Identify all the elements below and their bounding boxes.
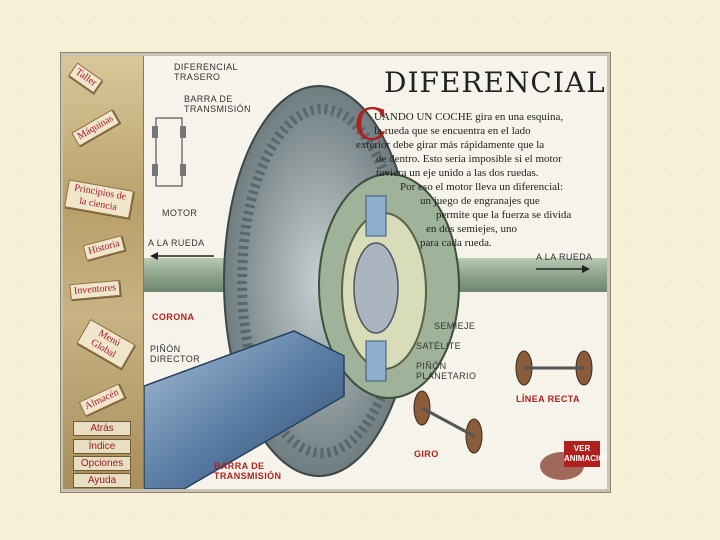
- label-pinon-planetario: PIÑÓN PLANETARIO: [416, 361, 496, 381]
- body-line: Por eso el motor lleva un diferencial:: [400, 180, 607, 194]
- satellite-gear-top: [366, 196, 386, 236]
- body-line: tuviera un eje unido a las dos ruedas.: [376, 166, 607, 180]
- turning-wheels: [414, 391, 482, 453]
- label-satelite: SATÉLITE: [416, 341, 461, 351]
- label-motor: MOTOR: [162, 208, 197, 218]
- label-barra-transmision-top: BARRA DE TRANSMISIÓN: [184, 94, 264, 114]
- body-line: de dentro. Esto sería imposible si el mo…: [376, 152, 607, 166]
- back-button[interactable]: Atrás: [73, 421, 131, 436]
- page-title: DIFERENCIAL: [384, 66, 606, 99]
- label-diferencial-trasero: DIFERENCIAL TRASERO: [174, 62, 254, 82]
- label-semieje: SEMIEJE: [434, 321, 475, 331]
- help-button[interactable]: Ayuda: [73, 473, 131, 488]
- body-line: UANDO UN COCHE gira en una esquina,: [374, 110, 607, 124]
- main-illustration-panel: DIFERENCIAL C UANDO UN COCHE gira en una…: [144, 56, 607, 489]
- index-button[interactable]: Índice: [73, 439, 131, 454]
- body-line: la rueda que se encuentra en el lado: [374, 124, 607, 138]
- body-line: para cada rueda.: [420, 236, 607, 250]
- label-a-la-rueda-right: A LA RUEDA: [536, 252, 593, 262]
- label-barra-transmision-bottom: BARRA DE TRANSMISIÓN: [214, 461, 294, 481]
- body-line: en dos semiejes, uno: [426, 222, 607, 236]
- chassis-diagram: [156, 118, 182, 186]
- label-corona: CORONA: [152, 312, 194, 322]
- body-line: exterior debe girar más rápidamente que …: [356, 138, 601, 152]
- label-linea-recta[interactable]: LÍNEA RECTA: [516, 394, 580, 404]
- ver-animacion-button[interactable]: VER ANIMACIÓN: [564, 441, 600, 467]
- options-button[interactable]: Opciones: [73, 456, 131, 471]
- label-giro[interactable]: GIRO: [414, 449, 439, 459]
- straight-line-wheels: [516, 351, 592, 385]
- label-a-la-rueda-left: A LA RUEDA: [148, 238, 205, 248]
- label-pinon-director: PIÑÓN DIRECTOR: [150, 344, 220, 364]
- body-line: un juego de engranajes que: [420, 194, 607, 208]
- satellite-gear-bottom: [366, 341, 386, 381]
- body-line: permite que la fuerza se divida: [436, 208, 607, 222]
